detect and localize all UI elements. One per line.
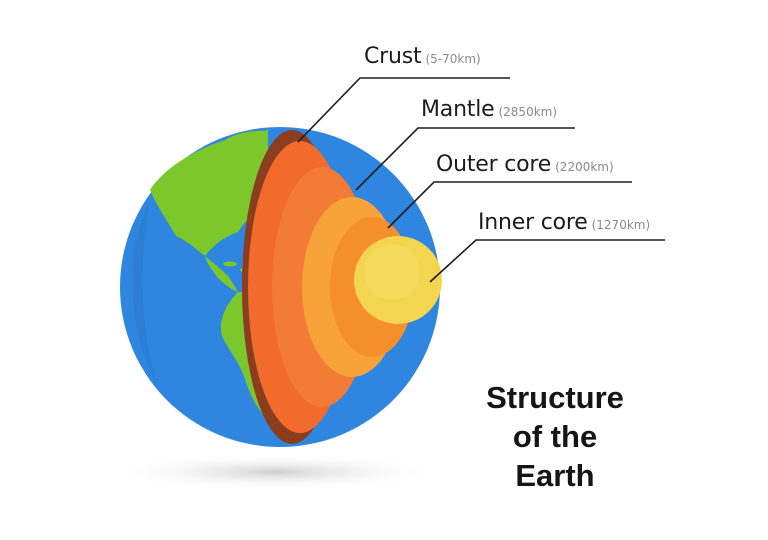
island: [223, 261, 237, 267]
label-crust-name: Crust: [364, 44, 422, 69]
label-inner-core-name: Inner core: [478, 210, 588, 235]
title-line-3: Earth: [515, 458, 595, 493]
title-line-2: of the: [512, 419, 598, 454]
label-outer-core-name: Outer core: [436, 152, 552, 177]
leader-line-inner-core: [429, 239, 665, 283]
leader-lines: [297, 77, 665, 283]
label-mantle-name: Mantle: [421, 97, 495, 122]
title-line-1: Structure: [486, 380, 624, 415]
label-outer-core-depth: (2200km): [555, 160, 614, 174]
label-inner-core-depth: (1270km): [591, 218, 651, 232]
continent-greenland: [225, 130, 268, 154]
label-outer-core: Outer core(2200km): [436, 152, 614, 177]
leader-line-mantle: [355, 127, 575, 191]
diagram-title: Structure of the Earth: [470, 378, 640, 495]
continent-north-america: [150, 130, 268, 256]
label-mantle: Mantle(2850km): [421, 97, 557, 122]
inner-core-highlight: [364, 244, 420, 300]
continent-central-america: [205, 256, 238, 292]
leader-line-crust: [297, 77, 510, 143]
label-crust-depth: (5-70km): [425, 52, 481, 66]
label-mantle-depth: (2850km): [498, 105, 558, 119]
leader-line-outer-core: [387, 181, 632, 229]
ground-shadow: [110, 454, 440, 490]
label-inner-core: Inner core(1270km): [478, 210, 650, 235]
globe-shade: [132, 200, 160, 390]
label-crust: Crust(5-70km): [364, 44, 481, 69]
cutaway-layers: [242, 130, 442, 444]
